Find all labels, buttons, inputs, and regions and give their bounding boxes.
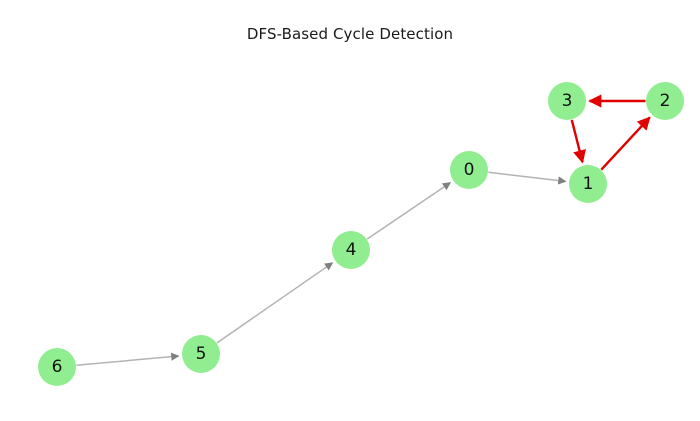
graph-node-0[interactable]: 0 bbox=[450, 151, 488, 189]
graph-node-label: 4 bbox=[345, 239, 357, 260]
graph-edge-1-to-2 bbox=[600, 116, 651, 171]
graph-edge-4-to-0 bbox=[366, 182, 452, 240]
graph-node-label: 6 bbox=[51, 356, 63, 377]
graph-edge-5-to-4 bbox=[216, 262, 334, 344]
graph-node-label: 5 bbox=[195, 343, 207, 364]
graph-edge-3-to-1 bbox=[570, 119, 586, 164]
graph-node-label: 1 bbox=[582, 173, 594, 194]
graph-node-label: 2 bbox=[659, 90, 671, 111]
graph-edge-6-to-5 bbox=[76, 352, 180, 366]
graph-edges bbox=[76, 94, 651, 366]
graph-edge-0-to-1 bbox=[488, 171, 567, 185]
graph-node-4[interactable]: 4 bbox=[332, 231, 370, 269]
page-title: DFS-Based Cycle Detection bbox=[246, 25, 454, 43]
graph-node-label: 0 bbox=[463, 159, 475, 180]
graph-node-5[interactable]: 5 bbox=[182, 335, 220, 373]
graph-node-3[interactable]: 3 bbox=[548, 82, 586, 120]
graph-node-1[interactable]: 1 bbox=[569, 165, 607, 203]
graph-node-label: 3 bbox=[561, 90, 573, 111]
graph-node-6[interactable]: 6 bbox=[38, 348, 76, 386]
graph-node-2[interactable]: 2 bbox=[646, 82, 684, 120]
